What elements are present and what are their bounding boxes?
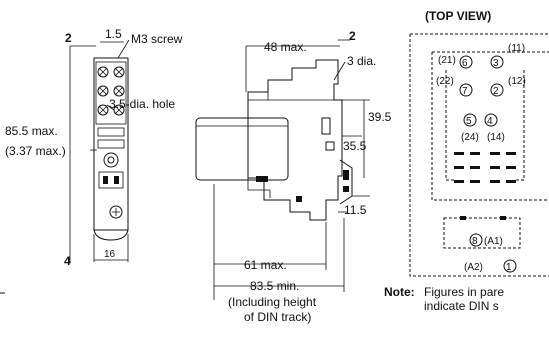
- top-view: (TOP VIEW) (21) 6 3 (11) (22) 7 2 (12) 5…: [409, 9, 549, 277]
- screw-terminal: [97, 85, 109, 97]
- pin-5: 5: [466, 116, 472, 127]
- screw-terminal: [113, 66, 125, 78]
- latch-mark: [114, 176, 119, 184]
- dim-83-5: 83.5 min.: [250, 279, 299, 293]
- side-slot: [97, 139, 125, 149]
- dia-leader: [333, 61, 346, 81]
- pin-1: 1: [506, 262, 512, 273]
- dim-11-5: 11.5: [344, 203, 367, 217]
- dim-note-1: (Including height: [228, 295, 317, 309]
- top-view-frame: [409, 33, 549, 277]
- mount-hole: [103, 152, 119, 168]
- pin-6: 6: [462, 58, 468, 69]
- pin-21: (21): [438, 55, 456, 66]
- pin-a2: (A2): [464, 262, 483, 273]
- bottom-screw: [109, 205, 123, 219]
- top-view-title: (TOP VIEW): [425, 9, 491, 23]
- pin-4-circle: [484, 113, 498, 127]
- side-terminal-block: [95, 61, 127, 125]
- pin-7: 7: [462, 86, 468, 97]
- dim-4: 4: [64, 254, 71, 268]
- hole-leader: [106, 104, 115, 111]
- pin-12: (12): [508, 76, 526, 87]
- pin-24: (24): [461, 132, 479, 143]
- pin-11: (11): [508, 43, 525, 54]
- note-line-1: Figures in pare: [424, 285, 504, 299]
- note-line-2: indicate DIN s: [424, 299, 499, 313]
- dim-3-dia: 3 dia.: [347, 54, 376, 68]
- height-label-inch: (3.37 max.): [5, 144, 66, 158]
- bottom-screw-cross: [112, 208, 120, 216]
- note-label: Note:: [384, 285, 415, 299]
- dim-35-5: 35.5: [343, 139, 367, 153]
- pin-7-circle: [459, 83, 473, 97]
- side-base-curve: [93, 229, 129, 241]
- screw-cross-marks: [98, 67, 124, 115]
- pin-1-circle: [503, 259, 517, 273]
- pin-2-circle: [490, 83, 504, 97]
- din-clip: [256, 176, 268, 182]
- dim-note-2: of DIN track): [244, 310, 311, 324]
- m3-leader: [117, 39, 130, 59]
- dim-39-5: 39.5: [368, 110, 392, 124]
- side-latch: [98, 171, 124, 189]
- screw-terminal: [97, 66, 109, 78]
- dim-2-right: 2: [349, 29, 356, 43]
- pin-3-circle: [490, 55, 504, 69]
- relay-module: [195, 117, 289, 181]
- pin-3: 3: [493, 58, 499, 69]
- pin-5-circle: [463, 113, 477, 127]
- pin-14: (14): [487, 132, 505, 143]
- coil-mark: [460, 216, 466, 220]
- front-view: 48 max. 2 3 dia. 39.5 35.5 11.5: [195, 29, 392, 324]
- pin-6-circle: [459, 55, 473, 69]
- din-rail: [339, 159, 353, 205]
- screw-terminal: [113, 85, 125, 97]
- front-slot: [325, 141, 335, 151]
- side-body: [93, 57, 129, 231]
- dim-16: 16: [104, 249, 116, 260]
- side-view: 2 1.5 M3 screw 3.5-dia. hole 85.5: [5, 27, 183, 268]
- front-body: [247, 59, 343, 221]
- front-slot: [321, 117, 331, 135]
- din-rail-mark: [343, 170, 349, 180]
- coil-box: [443, 217, 521, 249]
- pin-22: (22): [436, 76, 454, 87]
- m3-screw-label: M3 screw: [131, 32, 183, 46]
- dim-2-top: 2: [65, 31, 72, 45]
- pin-4: 4: [487, 116, 493, 127]
- note-block: Note: Figures in pare indicate DIN s: [384, 285, 504, 313]
- side-slot: [97, 127, 125, 137]
- pin-8-circle: [469, 233, 483, 247]
- din-step: [247, 178, 271, 198]
- dim-61: 61 max.: [244, 258, 287, 272]
- dim-1-5: 1.5: [105, 27, 122, 41]
- top-view-inner-frame: [431, 51, 549, 201]
- latch-mark: [103, 176, 108, 184]
- dim-48: 48 max.: [264, 40, 307, 54]
- hole-label: 3.5-dia. hole: [109, 97, 175, 111]
- coil-mark: [500, 216, 506, 220]
- pin-2: 2: [493, 86, 499, 97]
- screw-terminal: [97, 104, 109, 116]
- pin-8: 8: [472, 236, 478, 247]
- din-rail-mark: [343, 186, 349, 192]
- mount-hole-inner: [107, 156, 115, 164]
- contact-bars: [454, 152, 516, 183]
- pin-a1: (A1): [484, 236, 503, 247]
- din-clip: [296, 196, 302, 202]
- contact-leads: [445, 70, 525, 181]
- height-label: 85.5 max.: [5, 124, 58, 138]
